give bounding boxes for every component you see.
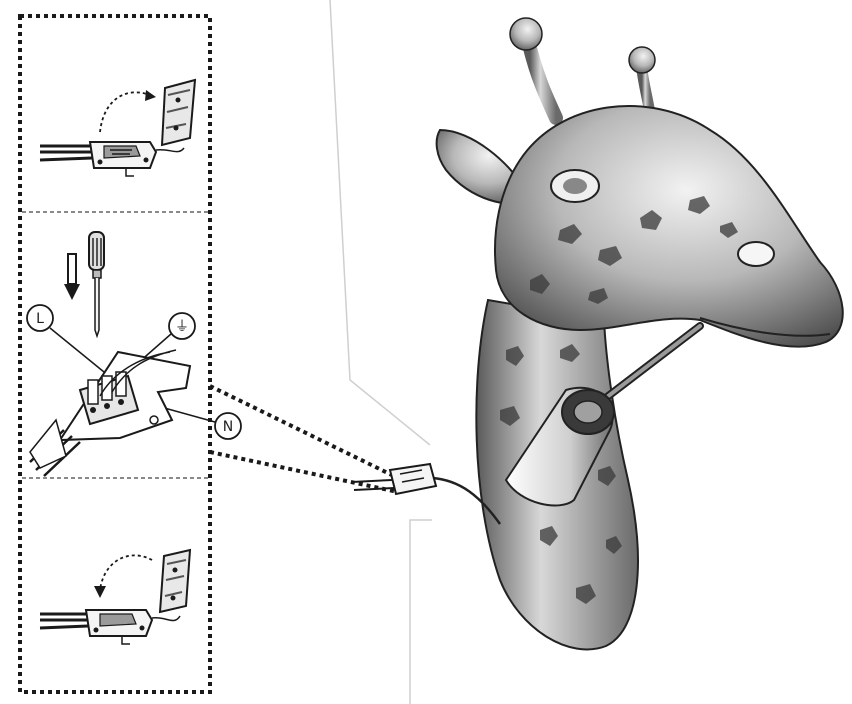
step-close-cover [40, 550, 190, 644]
live-terminal-callout: L [27, 305, 104, 372]
giraffe-lamp [352, 18, 843, 649]
rotate-down-arrow [100, 555, 152, 590]
cable-1 [40, 146, 92, 160]
cable-connector [352, 464, 436, 494]
screwdriver-icon [89, 232, 104, 336]
giraffe-head [495, 106, 843, 347]
down-arrow [64, 254, 80, 300]
rotate-up-arrow [100, 92, 152, 132]
live-terminal-label: L [36, 311, 44, 327]
giraffe-horns [510, 18, 655, 118]
background-outline [330, 0, 432, 704]
bracket-down [160, 550, 190, 612]
bracket-up [162, 80, 195, 145]
rotate-down-arrowhead [94, 586, 106, 598]
rotate-up-arrowhead [145, 90, 156, 101]
giraffe-nostril [738, 242, 774, 266]
terminal-block [60, 350, 190, 440]
earth-terminal-label: ⏚ [175, 319, 189, 335]
cable-3 [40, 614, 88, 628]
zoom-connector [210, 386, 398, 492]
step-open-cover [40, 80, 195, 176]
giraffe-pupil [563, 178, 587, 194]
junction-box-3 [86, 610, 180, 644]
steps-frame [20, 0, 432, 704]
neutral-terminal-label: N [223, 419, 233, 435]
junction-box-1 [90, 142, 184, 176]
